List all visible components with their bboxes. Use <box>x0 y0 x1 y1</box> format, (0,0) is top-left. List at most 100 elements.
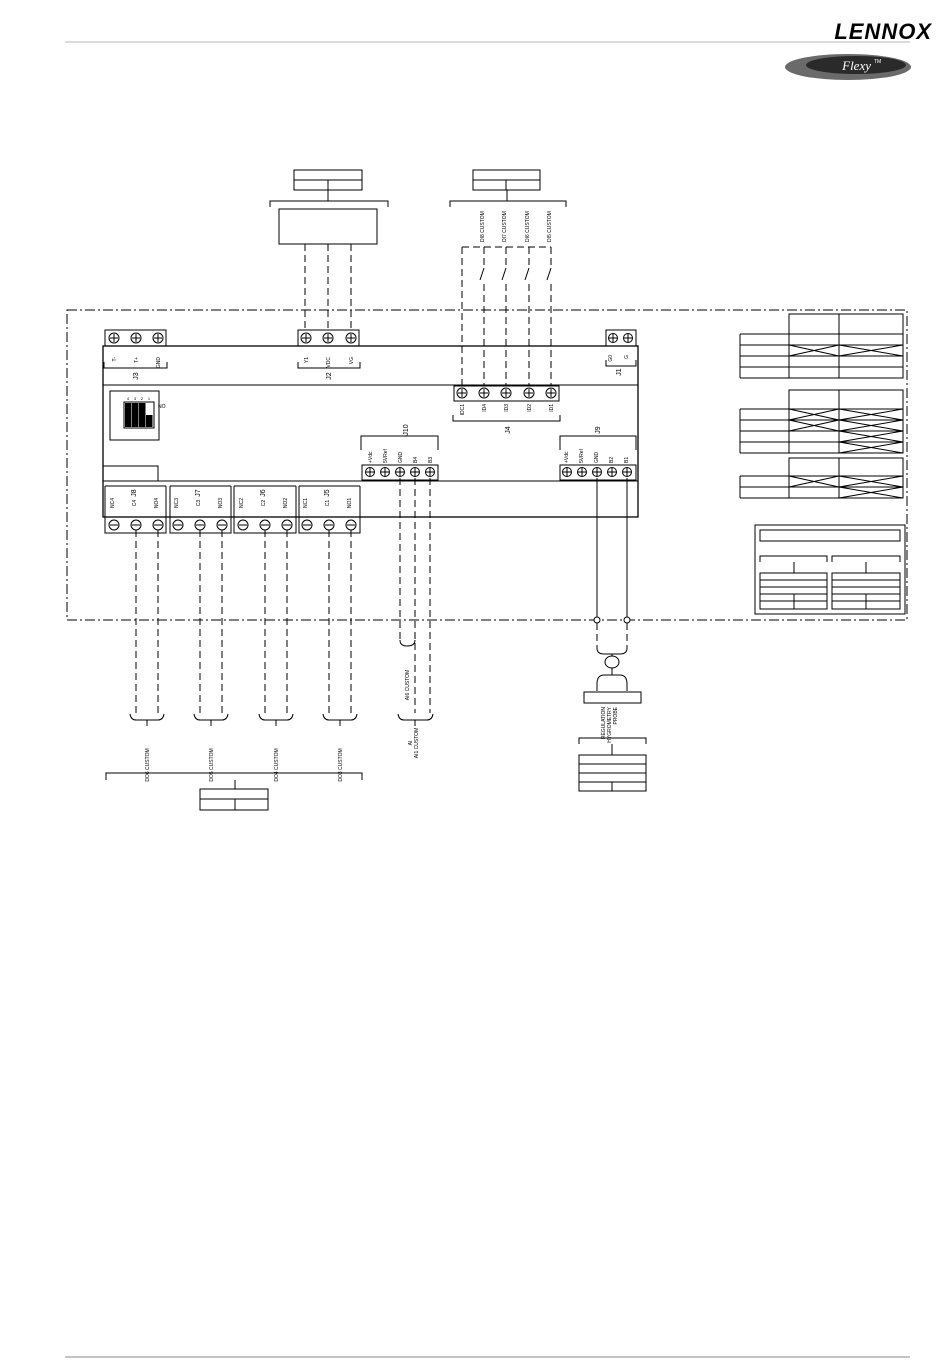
bracket-j3 <box>103 362 168 369</box>
pin-j10-2: 5VRef <box>383 448 389 463</box>
pin-j4-2: ID4 <box>482 404 488 412</box>
flexy-badge-text: Flexy <box>841 58 871 73</box>
pin-j5-3: NO1 <box>347 498 353 509</box>
pin-j7-1: NC3 <box>174 498 180 508</box>
flexy-badge-tm: TM <box>874 59 881 65</box>
bracket-j4 <box>449 200 567 207</box>
wire-label-do5: DO5 CUSTOM <box>209 748 215 781</box>
connector-j6-label: J6 <box>260 489 267 497</box>
pin-j6-2: C2 <box>261 500 267 507</box>
title-table-j2 <box>293 169 363 191</box>
terminal-block-j4 <box>453 385 560 402</box>
table-right-3 <box>739 457 904 499</box>
pin-j9-4: B2 <box>609 457 615 463</box>
pin-j8-3: NO4 <box>154 498 160 509</box>
pin-j4-1: IDC1 <box>460 404 466 416</box>
pin-j5-2: C1 <box>325 500 331 507</box>
pin-j9-3: GND <box>594 452 600 464</box>
dip-on-label: NO <box>158 404 166 410</box>
relay-connector-brackets <box>104 485 361 517</box>
pin-j3-2: T+ <box>134 357 140 363</box>
pin-j7-2: C3 <box>196 500 202 507</box>
wire-label-ai1: AI1 CUSTOM <box>414 728 420 758</box>
pin-j9-5: B1 <box>624 457 630 463</box>
pin-j6-3: NO2 <box>283 498 289 509</box>
bracket-probe <box>578 737 647 744</box>
wire-label-ai6: AI6 CUSTOM <box>405 670 411 700</box>
probe-label-2: HYGROMETRY <box>607 706 613 742</box>
bracket-j10 <box>360 435 439 450</box>
legend-box <box>754 524 906 615</box>
wires-j2 <box>304 244 352 330</box>
pin-j8-1: NC4 <box>110 498 116 508</box>
dip-number-1: 1 <box>148 396 151 401</box>
pin-j2-2: VDC <box>326 357 332 368</box>
bracket-j4-pins <box>452 415 561 422</box>
pin-j4-3: ID3 <box>504 404 510 412</box>
wires-analog-inputs <box>397 478 434 726</box>
title-table-relays <box>199 788 269 811</box>
table-right-1 <box>739 313 904 379</box>
connector-j2-label: J2 <box>326 372 333 380</box>
title-table-probe <box>578 754 647 792</box>
dip-number-3: 3 <box>134 396 137 401</box>
wire-label-do6: DO6 CUSTOM <box>145 748 151 781</box>
terminal-block-j10 <box>361 464 439 481</box>
connector-j7-label: J7 <box>195 489 202 497</box>
pin-j4-5: ID1 <box>549 404 555 412</box>
wires-j4 <box>461 246 552 385</box>
connector-j8-label: J8 <box>131 489 138 497</box>
wires-relay-outputs <box>129 530 358 726</box>
terminal-block-j1 <box>605 329 637 347</box>
pin-j4-4: ID2 <box>527 404 533 412</box>
lennox-logo: LENNOX <box>834 19 932 44</box>
wire-label-di8: DI8 CUSTOM <box>480 211 486 242</box>
wire-label-do3: DO3 CUSTOM <box>338 748 344 781</box>
pin-j10-5: B3 <box>428 457 434 463</box>
pin-j5-1: NC1 <box>303 498 309 508</box>
flexy-badge: Flexy TM <box>785 54 911 80</box>
terminal-block-j2 <box>297 329 360 347</box>
bracket-j1 <box>605 360 637 367</box>
pin-j3-1: T- <box>112 357 118 362</box>
connector-j5-label: J5 <box>324 489 331 497</box>
title-table-j4 <box>472 169 541 191</box>
probe-box <box>583 691 642 704</box>
terminal-block-j3 <box>104 329 167 347</box>
bracket-j2 <box>269 200 389 207</box>
controller-board <box>102 345 639 518</box>
table-right-2 <box>739 389 904 454</box>
dip-number-2: 2 <box>141 396 144 401</box>
pin-j9-1: +Vdc <box>564 451 570 463</box>
bracket-j2-pins <box>297 362 361 369</box>
pin-j2-1: Y1 <box>304 357 310 363</box>
pin-j10-1: +Vdc <box>368 451 374 463</box>
pin-j2-3: VG <box>349 357 355 364</box>
pin-j8-2: C4 <box>132 500 138 507</box>
pin-j7-3: NO3 <box>218 498 224 509</box>
connector-j10-label: J10 <box>403 424 410 435</box>
wire-label-ai: AI <box>408 741 414 746</box>
dip-number-4: 4 <box>127 396 130 401</box>
external-device-box <box>278 208 378 245</box>
wire-label-do4: DO4 CUSTOM <box>274 748 280 781</box>
dip-switch <box>109 390 160 441</box>
pin-j1-2: G <box>624 355 630 359</box>
enclosure-boundary <box>66 309 908 621</box>
pin-j10-3: GND <box>398 452 404 464</box>
terminal-block-j9 <box>559 464 637 481</box>
pin-j3-3: GND <box>156 357 162 369</box>
probe-label-1: REGULATION <box>601 707 607 740</box>
wire-label-di7: DI7 CUSTOM <box>502 211 508 242</box>
pin-j10-4: B4 <box>413 457 419 463</box>
pin-j6-1: NC2 <box>239 498 245 508</box>
pin-j9-2: 5VRef <box>579 448 585 463</box>
pin-j1-1: G0 <box>608 355 614 362</box>
bracket-relay-outputs <box>105 772 363 780</box>
bracket-j9 <box>559 435 637 450</box>
terminal-blocks-relays <box>104 516 361 534</box>
wire-label-di5: DI5 CUSTOM <box>547 211 553 242</box>
wire-label-di6: DI6 CUSTOM <box>525 211 531 242</box>
connector-j3-label: J3 <box>133 372 140 380</box>
